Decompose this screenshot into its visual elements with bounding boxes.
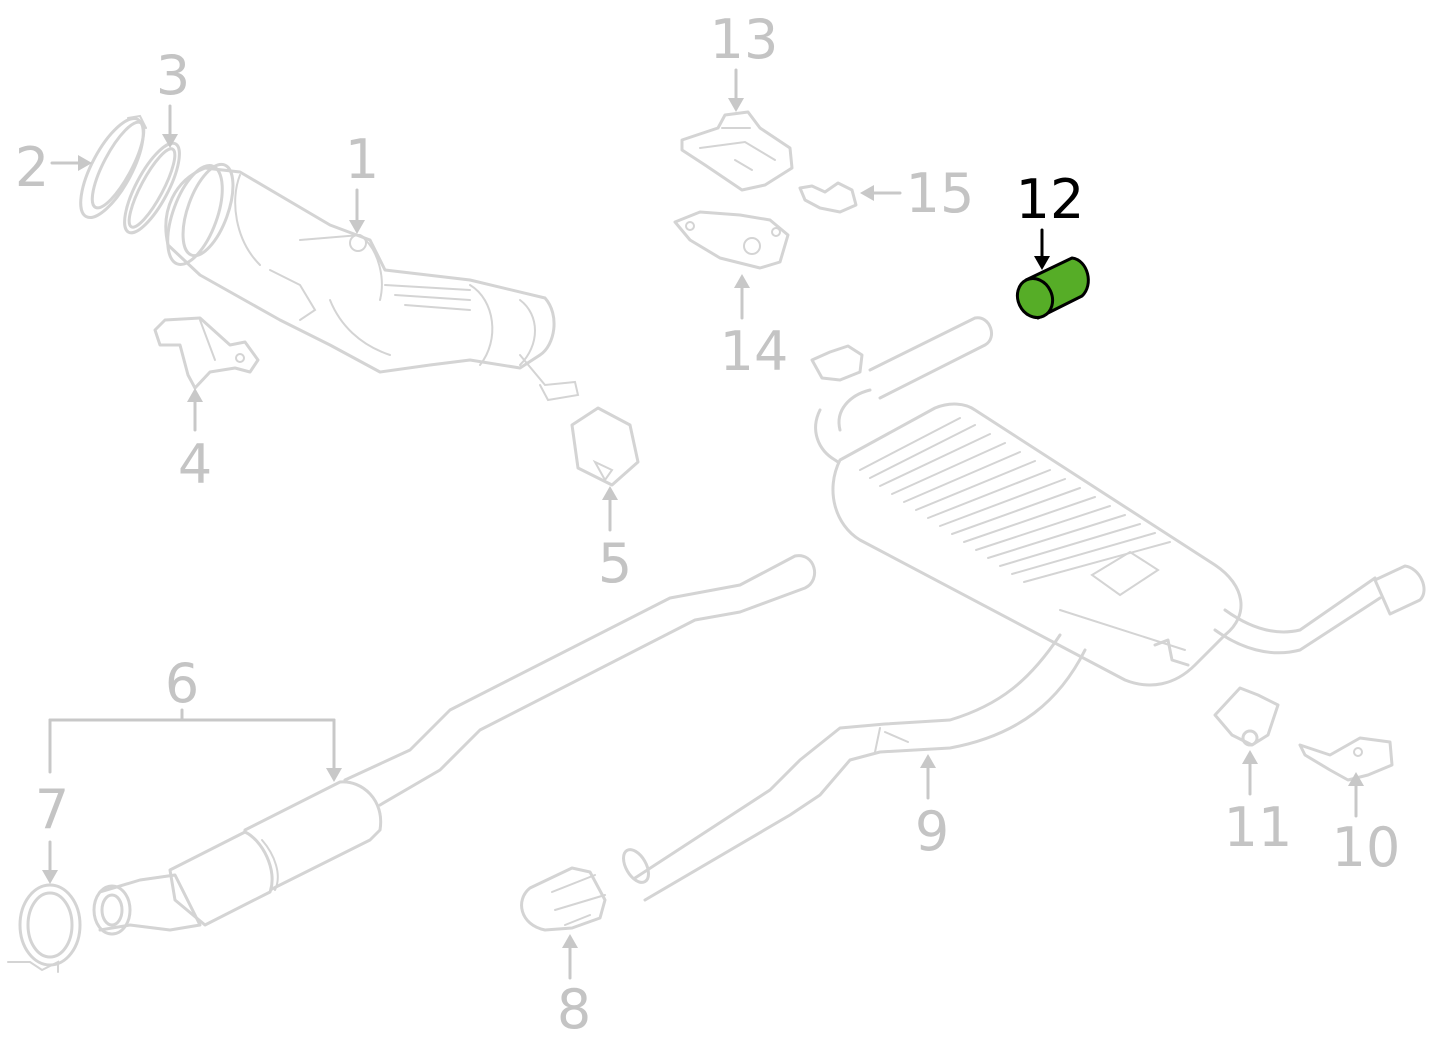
callout-label-3: 3: [156, 44, 190, 107]
callout-3: 3: [156, 44, 190, 148]
callout-15: 15: [860, 162, 974, 225]
callout-label-11: 11: [1224, 796, 1293, 859]
callout-11: 11: [1224, 750, 1293, 859]
part-2-clamp: [79, 114, 147, 219]
part-10-bracket: [1298, 736, 1394, 782]
part-12-tailpipe-tip: [1015, 256, 1090, 320]
part-1-catalytic-converter: [164, 162, 580, 402]
callout-1: 1: [345, 128, 379, 234]
part-11-hanger: [1213, 686, 1280, 747]
callout-label-10: 10: [1332, 816, 1401, 879]
part-5-pad: [570, 406, 640, 487]
callout-10: 10: [1332, 772, 1401, 879]
callout-label-14: 14: [720, 320, 789, 383]
part-7-clamp-ring: [7, 883, 82, 973]
callout-label-5: 5: [598, 532, 632, 595]
callout-label-8: 8: [557, 978, 591, 1040]
callout-12: 12: [1016, 168, 1085, 270]
callout-label-1: 1: [345, 128, 379, 191]
part-9-intermediate-pipe: [622, 633, 1087, 902]
part-6-front-pipe: [92, 554, 816, 936]
part-13-sensor: [680, 110, 794, 192]
callout-7: 7: [35, 778, 69, 884]
part-8-clamp: [520, 866, 607, 932]
callout-5: 5: [598, 486, 632, 595]
callout-label-6: 6: [165, 652, 199, 715]
part-15-clip: [798, 181, 858, 214]
callout-4: 4: [178, 388, 212, 496]
callout-8: 8: [557, 934, 591, 1040]
callout-label-2: 2: [15, 136, 49, 199]
callout-label-12: 12: [1016, 168, 1085, 231]
callout-label-15: 15: [906, 162, 975, 225]
callout-9: 9: [915, 754, 949, 863]
rear-muffler: [810, 316, 1426, 687]
callout-label-9: 9: [915, 800, 949, 863]
callout-label-7: 7: [35, 778, 69, 841]
part-4-bracket: [153, 316, 260, 390]
part-3-gasket: [123, 141, 181, 235]
callout-label-4: 4: [178, 433, 212, 496]
callout-label-13: 13: [710, 8, 779, 71]
callout-14: 14: [720, 274, 789, 383]
callout-2: 2: [15, 136, 92, 199]
callout-6: 6: [48, 652, 342, 782]
part-14-gasket-plate: [673, 210, 790, 270]
callout-13: 13: [710, 8, 779, 112]
